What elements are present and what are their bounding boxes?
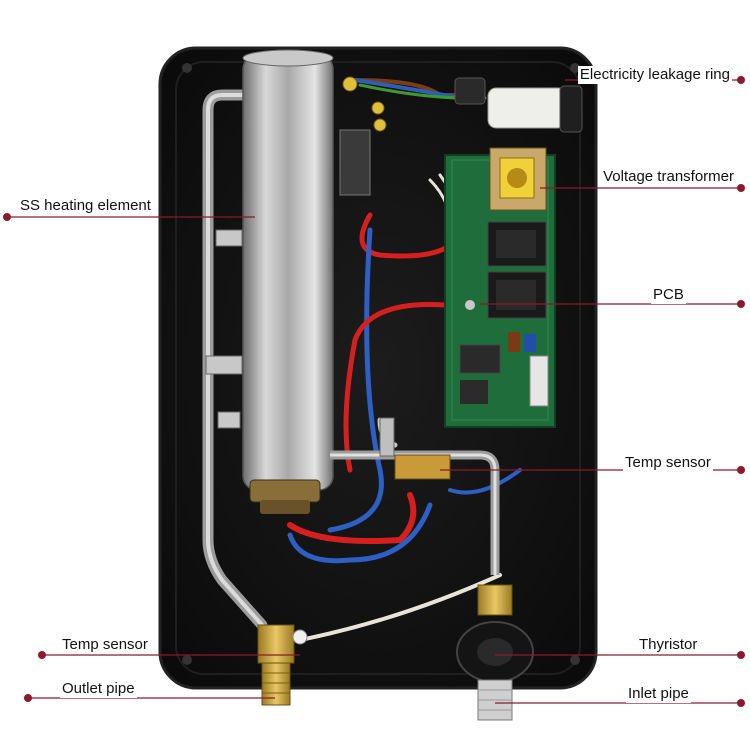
thermal-cutout (339, 76, 387, 196)
leakage-ring-cable (454, 77, 583, 133)
label-leakage-ring: Electricity leakage ring (577, 66, 732, 84)
ss-heating-element (242, 49, 334, 514)
inlet-fitting (456, 584, 534, 721)
pcb-board (444, 147, 556, 428)
label-pcb: PCB (651, 286, 686, 304)
label-temp-sensor-left: Temp sensor (60, 636, 150, 654)
outlet-pipe-tube (202, 89, 268, 631)
label-thyristor: Thyristor (637, 636, 700, 654)
label-voltage-transformer: Voltage transformer (601, 168, 736, 186)
label-heating-element: SS heating element (18, 197, 153, 215)
outlet-fitting (257, 624, 308, 706)
label-inlet-pipe: Inlet pipe (626, 685, 691, 703)
label-outlet-pipe: Outlet pipe (60, 680, 137, 698)
label-temp-sensor-right: Temp sensor (623, 454, 713, 472)
callout-dots (3, 76, 745, 707)
